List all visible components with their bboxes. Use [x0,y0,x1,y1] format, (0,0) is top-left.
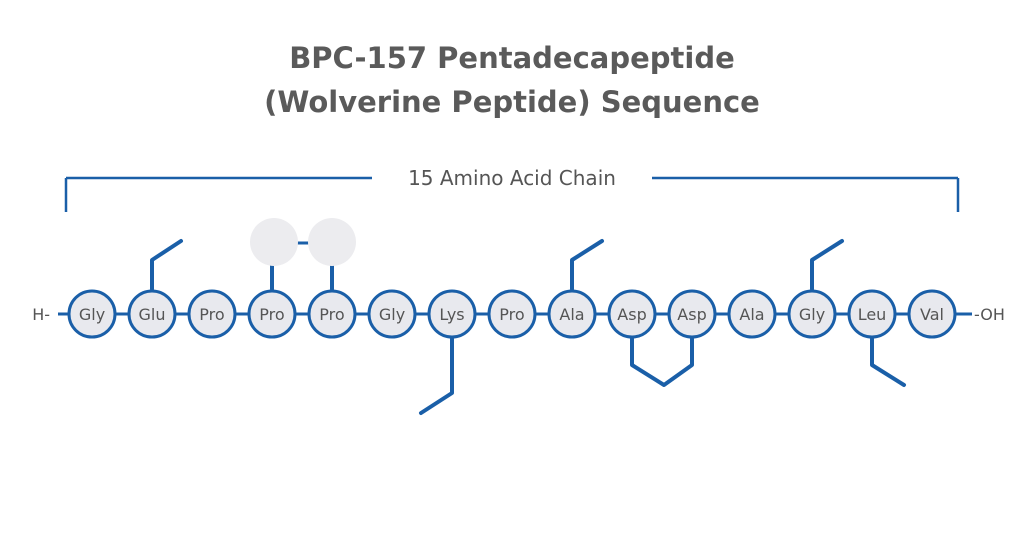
residue-2: Glu [127,289,177,339]
residue-circle [667,289,717,339]
residue-label: Pro [319,305,344,324]
residue-circle [67,289,117,339]
residue-circle [307,289,357,339]
residue-label: Gly [379,305,405,324]
residue-15: Val [907,289,957,339]
residue-circle [547,289,597,339]
residue-circle [127,289,177,339]
residue-label: Pro [499,305,524,324]
c-terminus-label: -OH [974,305,1005,324]
pro-ring-left [250,218,298,266]
residue-3: Pro [187,289,237,339]
residue-circle [367,289,417,339]
residue-1: Gly [67,289,117,339]
residue-label: Pro [199,305,224,324]
residue-circle [787,289,837,339]
residue-9: Ala [547,289,597,339]
side-chain-ala [570,239,604,291]
residue-7: Lys [427,289,477,339]
residue-11: Asp [667,289,717,339]
residue-14: Leu [847,289,897,339]
residue-label: Gly [799,305,825,324]
side-chain-glu [150,239,183,291]
title-line-1: BPC-157 Pentadecapeptide [289,41,735,75]
residue-label: Glu [139,305,166,324]
residue-6: Gly [367,289,417,339]
residue-8: Pro [487,289,537,339]
residue-label: Leu [858,305,887,324]
residue-label: Gly [79,305,105,324]
side-chains [150,239,906,415]
residue-circle [727,289,777,339]
pro-ring-group [250,218,356,266]
residue-label: Asp [617,305,646,324]
pro-ring-right [308,218,356,266]
residue-circle [187,289,237,339]
residue-circle [247,289,297,339]
n-terminus-label: H- [32,305,50,324]
residue-label: Lys [439,305,464,324]
side-chain-asp-bridge [630,337,694,387]
side-chain-gly [810,239,844,291]
residue-5: Pro [307,289,357,339]
residue-circle [487,289,537,339]
residue-13: Gly [787,289,837,339]
residue-label: Ala [559,305,584,324]
residue-label: Ala [739,305,764,324]
residue-label: Pro [259,305,284,324]
residue-circle [427,289,477,339]
chain-label: 15 Amino Acid Chain [408,166,616,190]
chain-bracket [64,176,960,212]
residue-circle [607,289,657,339]
residue-4: Pro [247,289,297,339]
title-line-2: (Wolverine Peptide) Sequence [264,85,760,119]
residue-circle [907,289,957,339]
side-chain-leu [870,337,906,387]
residue-label: Val [920,305,944,324]
page-title: BPC-157 Pentadecapeptide (Wolverine Pept… [0,36,1024,124]
residue-label: Asp [677,305,706,324]
residue-circle [847,289,897,339]
side-chain-lys [419,337,454,415]
residue-12: Ala [727,289,777,339]
residue-layer: Gly Glu Pro Pro Pro Gly Lys Pro Ala Asp Asp Ala Gly L… [67,289,957,339]
residue-10: Asp [607,289,657,339]
